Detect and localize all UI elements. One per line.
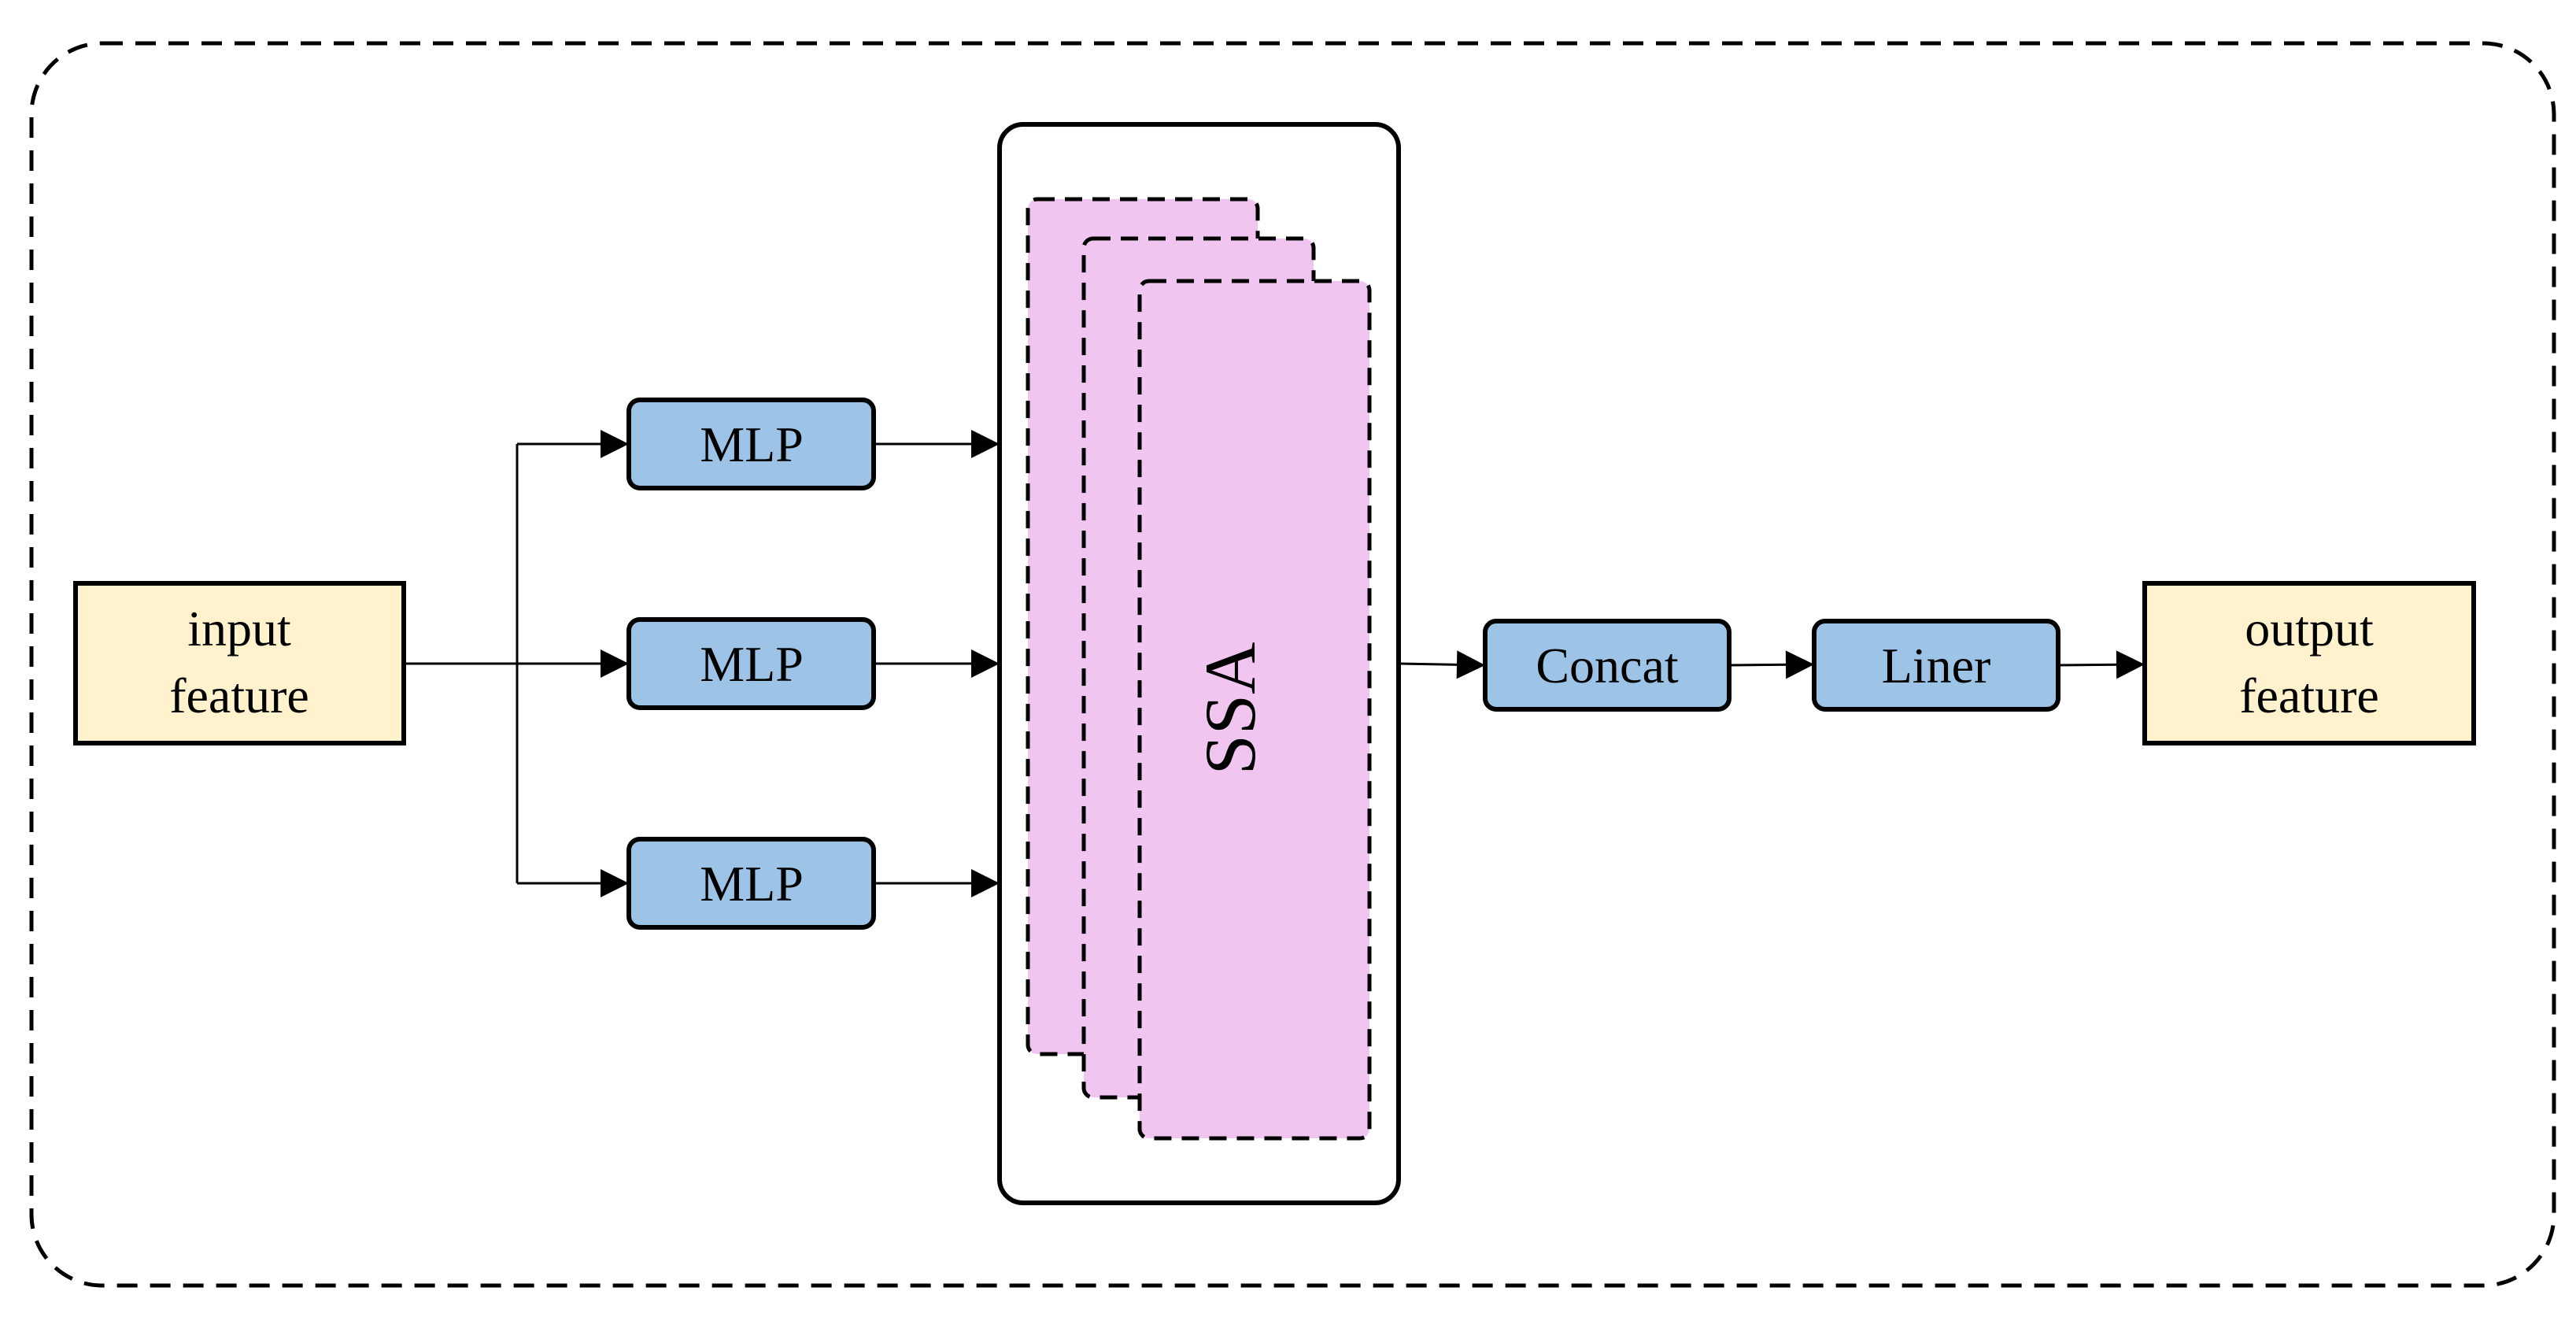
concat-label: Concat — [1536, 638, 1679, 694]
mlp-node: MLP — [626, 837, 876, 930]
ssa-label: SSA — [1190, 642, 1270, 775]
mlp-input-arrows — [517, 430, 629, 897]
ssa-head-stack: SSA — [1026, 197, 1372, 1141]
concat-node: Concat — [1483, 619, 1732, 712]
input-feature-label-line1: input — [187, 601, 291, 657]
mlp-output-arrows — [874, 430, 1000, 897]
outer-dashed-frame — [29, 41, 2556, 1288]
arrow-concat-to-liner — [1728, 650, 1815, 679]
mlp-label: MLP — [700, 856, 804, 912]
ssa-head-front — [1137, 279, 1372, 1141]
liner-label: Liner — [1882, 638, 1991, 694]
output-feature-label-line2: feature — [2239, 668, 2379, 723]
mlp-label: MLP — [700, 416, 804, 472]
output-feature-box — [2142, 581, 2476, 745]
output-feature-node: output feature — [2142, 581, 2476, 745]
branch-connectors — [404, 444, 519, 883]
input-feature-node: input feature — [73, 581, 406, 745]
mlp-node: MLP — [626, 398, 876, 490]
mlp-label: MLP — [700, 636, 804, 692]
mlp-node: MLP — [626, 617, 876, 710]
liner-node: Liner — [1812, 619, 2060, 712]
arrow-liner-to-output — [2057, 650, 2145, 679]
arrow-ssa-to-concat — [1398, 650, 1486, 679]
input-feature-label-line2: feature — [169, 668, 309, 723]
output-feature-label-line1: output — [2245, 601, 2374, 657]
input-feature-box — [73, 581, 406, 745]
